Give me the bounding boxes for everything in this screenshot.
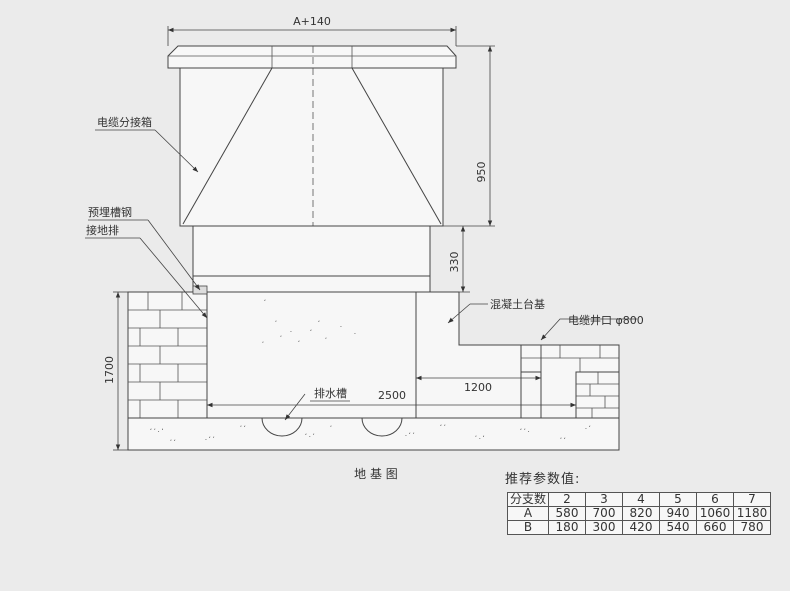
param-table: 分支数 2 3 4 5 6 7 A 580 700 820 940 1060 1… <box>507 492 771 535</box>
dim-1700-label: 1700 <box>103 356 116 384</box>
dim-top-label: A+140 <box>293 15 331 28</box>
svg-text:˴ ʻ: ˴ ʻ <box>585 425 591 432</box>
table-cell: 660 <box>696 520 734 535</box>
svg-text:˴: ˴ <box>340 323 342 330</box>
row-label-cell: A <box>507 506 549 521</box>
table-cell: 180 <box>548 520 586 535</box>
label-drain-trough: 排水槽 <box>314 386 347 400</box>
svg-text:ʼ ʻ: ʼ ʻ <box>240 425 246 432</box>
dim-2500-label: 2500 <box>378 389 406 402</box>
svg-text:ʼ: ʼ <box>280 335 282 342</box>
svg-text:ʻ: ʻ <box>264 299 266 306</box>
svg-text:ʻ ˴ ʼ: ʻ ˴ ʼ <box>305 433 315 440</box>
table-cell: 5 <box>659 492 697 507</box>
table-cell: 7 <box>733 492 771 507</box>
table-row: A 580 700 820 940 1060 1180 <box>507 506 771 521</box>
table-cell: 6 <box>696 492 734 507</box>
cable-branch-box <box>167 45 457 296</box>
dim-950-label: 950 <box>475 162 488 183</box>
dim-330-label: 330 <box>448 252 461 273</box>
label-cable-well: 电缆井口 φ800 <box>568 313 644 327</box>
table-cell: 1060 <box>696 506 734 521</box>
svg-text:ʼ ʻ: ʼ ʻ <box>170 439 176 446</box>
table-header-row: 分支数 2 3 4 5 6 7 <box>507 492 771 507</box>
label-concrete-base: 混凝土台基 <box>490 297 545 311</box>
table-cell: 940 <box>659 506 697 521</box>
svg-text:˴ ʻ ʼ: ˴ ʻ ʼ <box>405 432 415 439</box>
header-label-cell: 分支数 <box>507 492 549 507</box>
svg-text:˴ ʻ ʼ: ˴ ʻ ʼ <box>205 436 215 443</box>
svg-text:ʼ ʻ: ʼ ʻ <box>560 437 566 444</box>
table-cell: 1180 <box>733 506 771 521</box>
table-cell: 420 <box>622 520 660 535</box>
svg-text:ʼ: ʼ <box>262 341 264 348</box>
svg-text:˴: ˴ <box>354 330 356 337</box>
dim-1200-label: 1200 <box>464 381 492 394</box>
dimensions <box>113 26 576 451</box>
svg-text:ʻ ʼ ˴: ʻ ʼ ˴ <box>520 428 530 435</box>
table-cell: 540 <box>659 520 697 535</box>
table-cell: 580 <box>548 506 586 521</box>
svg-text:ʼ: ʼ <box>330 425 332 432</box>
svg-text:ʻ: ʻ <box>298 340 300 347</box>
foundation-pit <box>127 285 620 451</box>
table-cell: 820 <box>622 506 660 521</box>
svg-text:ʼ: ʼ <box>275 320 277 327</box>
svg-text:˴: ˴ <box>290 328 292 335</box>
svg-text:ʻ: ʻ <box>310 329 312 336</box>
label-cable-box: 电缆分接箱 <box>97 115 152 129</box>
row-label-cell: B <box>507 520 549 535</box>
label-embedded-channel: 预埋槽钢 <box>88 206 132 219</box>
svg-text:ʼ ˴ ʻ: ʼ ˴ ʻ <box>475 435 485 442</box>
label-ground-bar: 接地排 <box>86 223 119 237</box>
table-cell: 4 <box>622 492 660 507</box>
table-row: B 180 300 420 540 660 780 <box>507 520 771 535</box>
table-cell: 700 <box>585 506 623 521</box>
table-cell: 300 <box>585 520 623 535</box>
params-title: 推荐参数值: <box>505 472 581 487</box>
svg-text:ʻ ʼ: ʻ ʼ <box>440 424 446 431</box>
caption: 地 基 图 <box>354 467 398 481</box>
svg-text:ʻ ʼ ˴ ʻ: ʻ ʼ ˴ ʻ <box>150 428 164 435</box>
table-cell: 780 <box>733 520 771 535</box>
concrete-texture: ʻ ʼ ˴ ʻ ˴ ʼ ʻ ʼ ˴ ʼ ʻ ʻ ʼ ˴ ʻ ˴ ʻ ʼ ʼ ʻ ʻ ˴ ʼ ʼ ˴ ʻ… <box>150 299 591 446</box>
svg-text:ʼ: ʼ <box>325 337 327 344</box>
table-cell: 2 <box>548 492 586 507</box>
table-cell: 3 <box>585 492 623 507</box>
leader-lines <box>85 129 637 421</box>
svg-text:ʻ: ʻ <box>318 320 320 327</box>
